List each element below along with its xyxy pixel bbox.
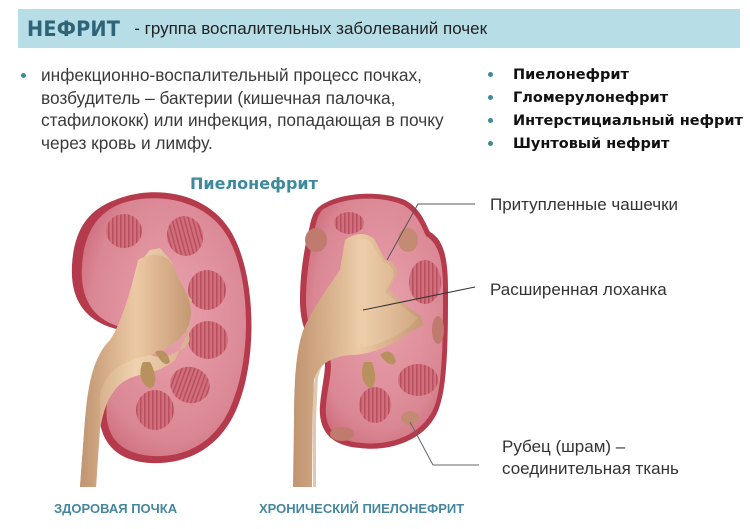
title-banner: НЕФРИТ - группа воспалительных заболеван… [18, 9, 740, 48]
callout-scar-line2: соединительная ткань [502, 459, 679, 478]
bullet-icon [488, 95, 493, 100]
definition-text: инфекционно-воспалительный процесс почка… [41, 65, 444, 153]
leader-line-pelvis [362, 286, 476, 311]
page-subtitle: - группа воспалительных заболеваний поче… [134, 18, 488, 38]
leader-line-scar [409, 421, 479, 466]
bullet-icon [488, 72, 493, 77]
chronic-pyelonephritis-kidney [293, 193, 448, 487]
definition-bullet: инфекционно-воспалительный процесс почка… [12, 64, 472, 154]
bullet-icon [488, 118, 493, 123]
bullet-icon [21, 73, 26, 78]
list-item: Интерстициальный нефрит [482, 109, 743, 132]
list-item: Гломерулонефрит [482, 86, 743, 109]
list-item: Шунтовый нефрит [482, 132, 743, 155]
callout-scar-line1: Рубец (шрам) – [502, 437, 626, 456]
caption-chronic-pyelonephritis: ХРОНИЧЕСКИЙ ПИЕЛОНЕФРИТ [259, 501, 465, 516]
type-label: Интерстициальный нефрит [513, 112, 743, 129]
definition-block: инфекционно-воспалительный процесс почка… [12, 64, 472, 154]
bullet-icon [488, 141, 493, 146]
type-label: Гломерулонефрит [513, 89, 669, 106]
type-label: Шунтовый нефрит [513, 135, 670, 152]
callout-scar: Рубец (шрам) – соединительная ткань [502, 436, 679, 480]
callout-dilated-pelvis: Расширенная лоханка [490, 280, 667, 299]
figure-title: Пиелонефрит [190, 174, 318, 193]
leader-line-calyces [386, 203, 475, 261]
nephritis-types-list: Пиелонефрит Гломерулонефрит Интерстициал… [482, 63, 743, 155]
page-title: НЕФРИТ [27, 16, 121, 41]
caption-healthy-kidney: ЗДОРОВАЯ ПОЧКА [54, 501, 178, 516]
list-item: Пиелонефрит [482, 63, 743, 86]
healthy-kidney [71, 192, 252, 487]
callout-blunted-calyces: Притупленные чашечки [490, 195, 679, 214]
type-label: Пиелонефрит [513, 66, 629, 83]
